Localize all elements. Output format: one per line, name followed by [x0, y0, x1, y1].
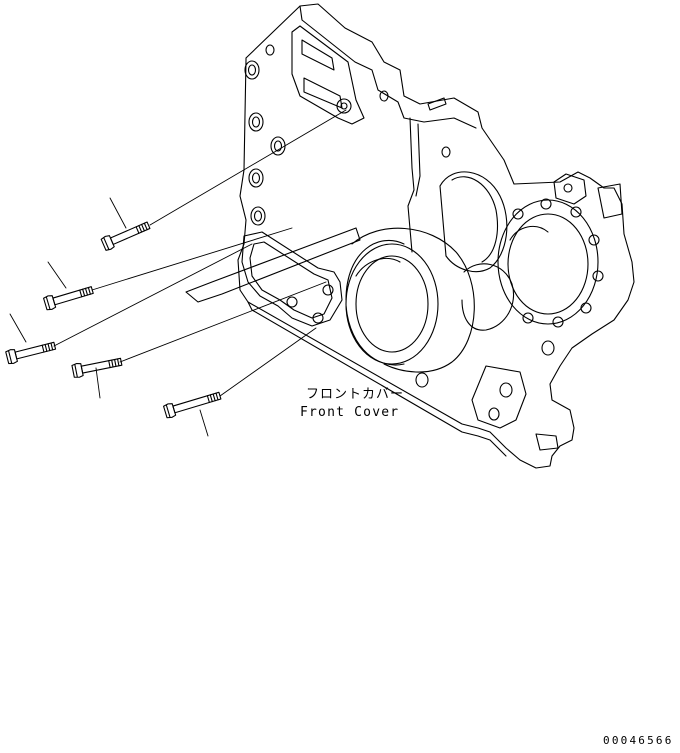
- leader-lines: [9, 197, 209, 437]
- bolt: [43, 286, 94, 311]
- right-opening: [497, 198, 604, 328]
- callout-english: Front Cover: [300, 405, 399, 420]
- lower-right-bracket: [471, 365, 559, 451]
- mount-hole: [248, 112, 264, 132]
- bolts: [5, 221, 222, 419]
- center-lobe: [461, 263, 514, 331]
- bolt: [5, 341, 57, 365]
- upper-bracket: [291, 25, 365, 125]
- mount-hole: [248, 168, 264, 188]
- gasket-sheet: [185, 227, 361, 303]
- front-cover: [185, 3, 635, 469]
- bottom-edge: [247, 301, 507, 457]
- bolt-axis-lines: [53, 109, 347, 397]
- top-right-boss: [553, 173, 623, 219]
- mount-hole: [250, 206, 266, 226]
- bolt: [163, 391, 222, 419]
- mount-hole: [244, 60, 260, 80]
- callout-japanese: フロントカバー: [306, 387, 404, 402]
- bolt: [100, 221, 151, 251]
- bracket-hole: [336, 98, 352, 114]
- cover-outline: [237, 3, 635, 469]
- center-rib: [407, 117, 415, 253]
- upper-opening: [439, 171, 508, 273]
- lower-flange: [241, 231, 343, 327]
- seal-bore: [345, 227, 475, 373]
- top-edge: [299, 5, 477, 129]
- drawing-number: 00046566: [603, 734, 674, 747]
